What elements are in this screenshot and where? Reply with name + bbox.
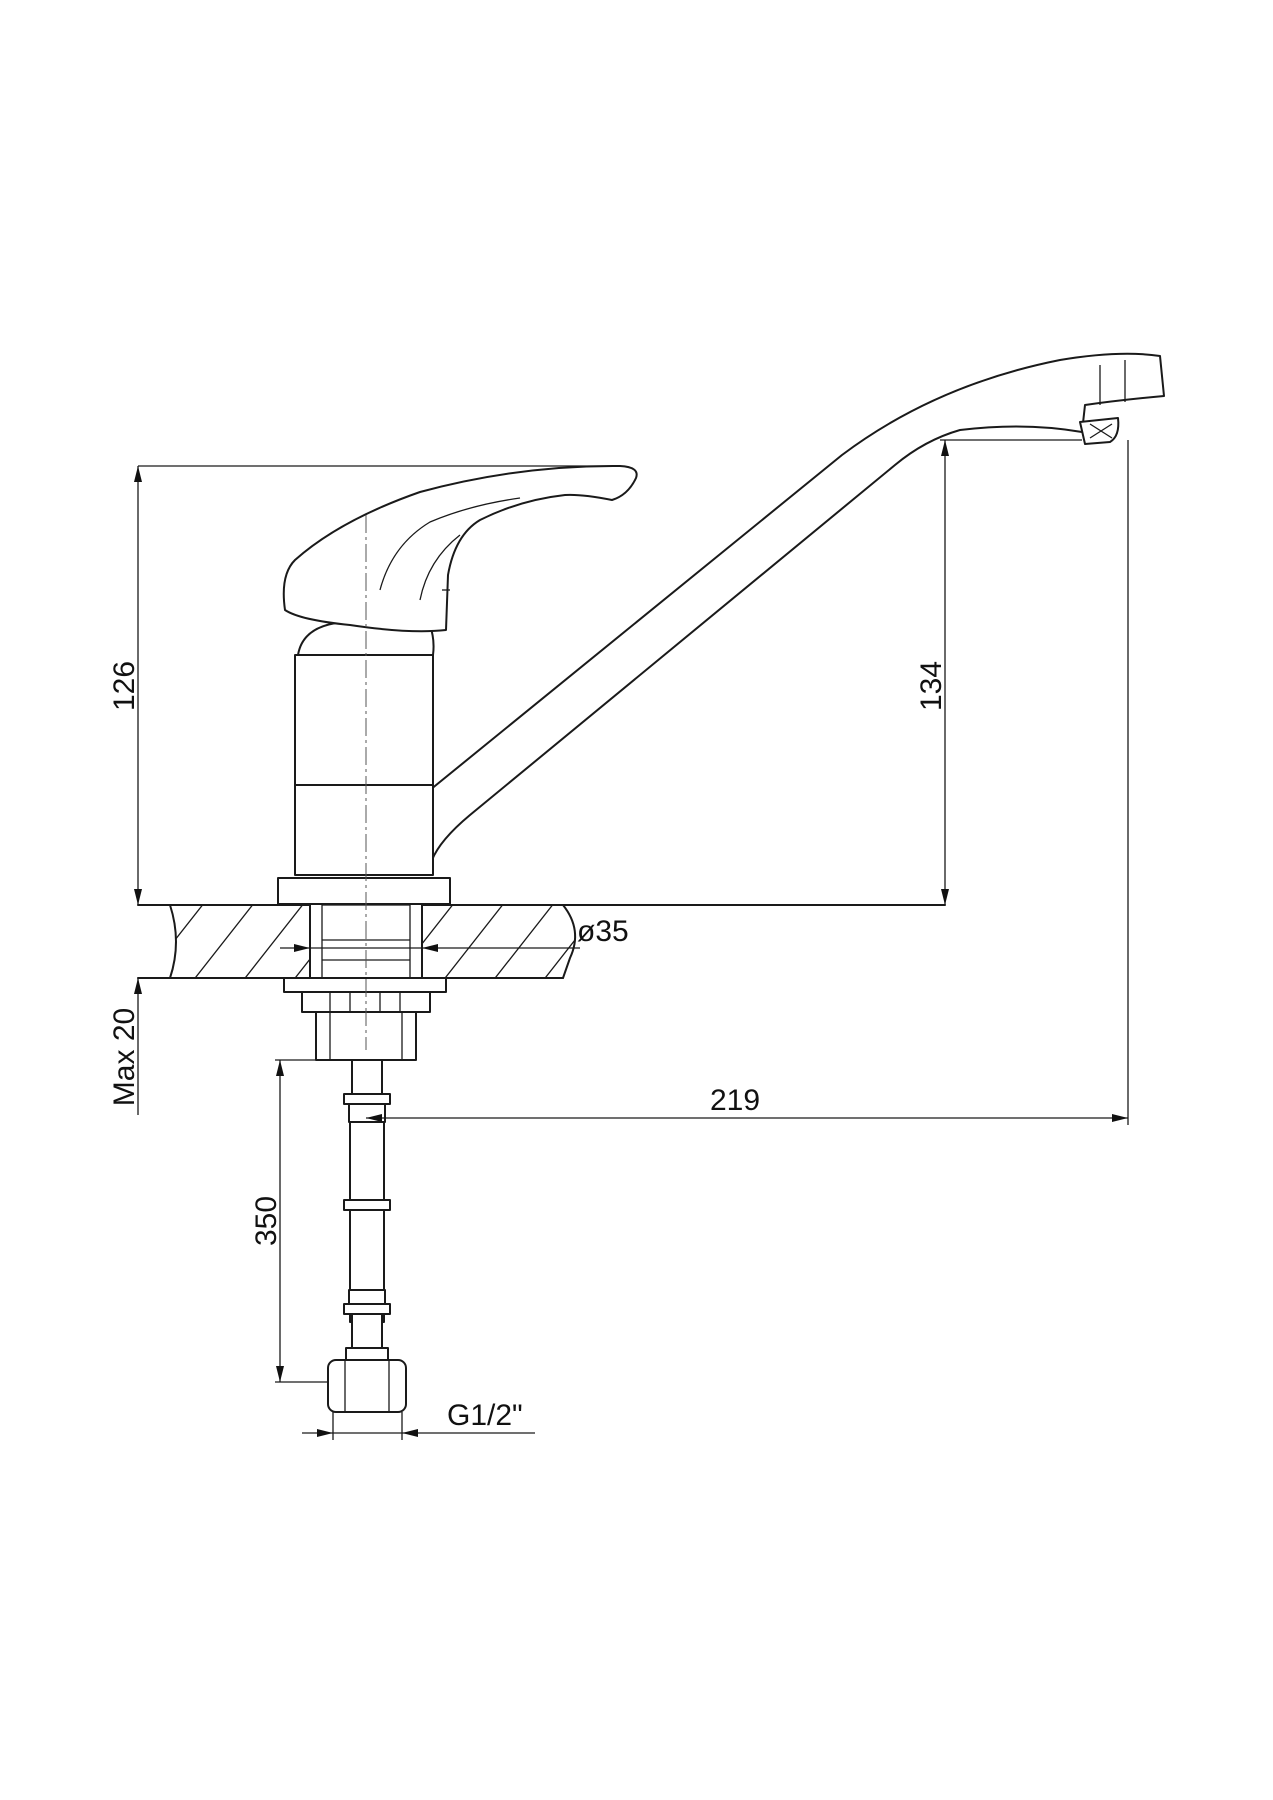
faucet-body bbox=[277, 352, 1165, 1061]
spout bbox=[426, 352, 1165, 861]
hex-nut bbox=[327, 1359, 407, 1413]
faucet-column bbox=[294, 654, 434, 876]
countertop-section bbox=[137, 902, 946, 981]
supply-hose bbox=[327, 1059, 407, 1413]
dim-label-350: 350 bbox=[250, 1196, 283, 1246]
dim-label-diameter-35: ø35 bbox=[577, 915, 629, 948]
dim-label-thread: G1/2" bbox=[447, 1399, 523, 1432]
dim-label-126: 126 bbox=[108, 661, 141, 711]
dim-label-219: 219 bbox=[710, 1084, 760, 1117]
dim-label-134: 134 bbox=[915, 661, 948, 711]
dim-label-max-20: Max 20 bbox=[108, 1008, 141, 1106]
base-flange bbox=[277, 877, 451, 905]
dimension-lines bbox=[134, 439, 1129, 1440]
lever-handle bbox=[282, 464, 638, 633]
